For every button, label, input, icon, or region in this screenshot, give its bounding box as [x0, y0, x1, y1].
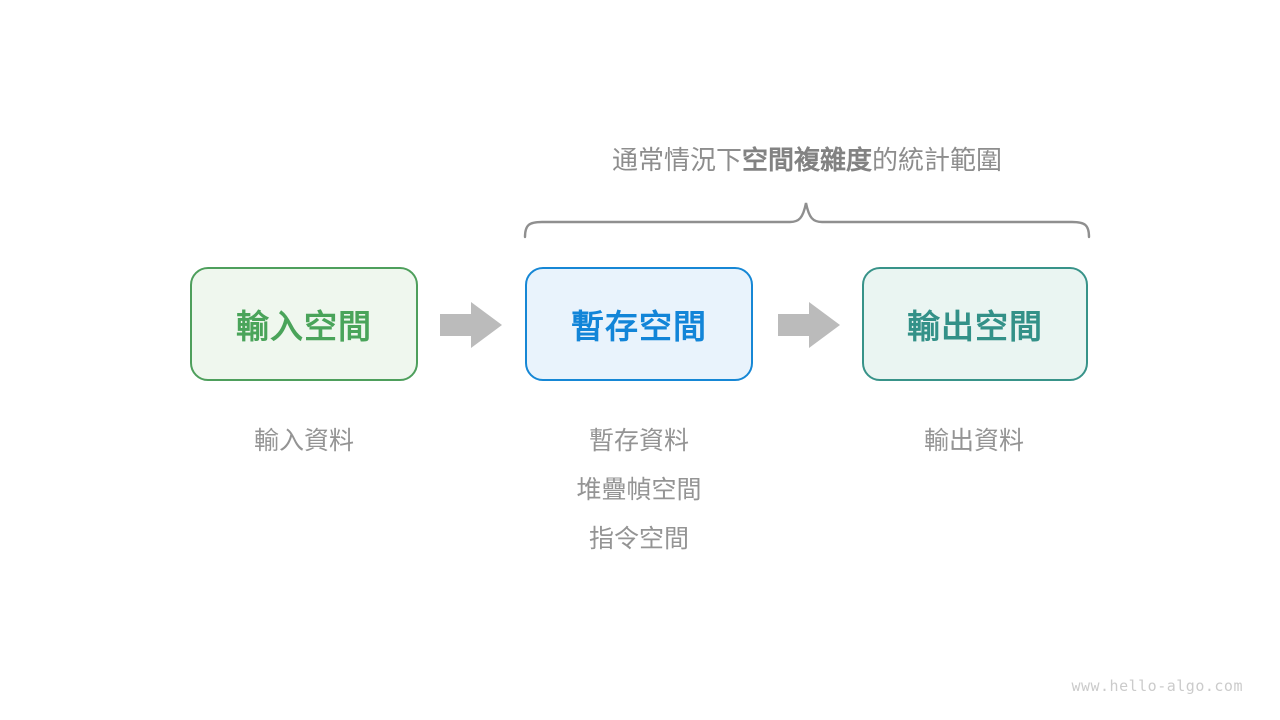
box-input-space-label: 輸入空間 — [236, 308, 372, 345]
arrow-right-icon — [778, 302, 840, 348]
box-temp-space: 暫存空間 — [525, 267, 753, 381]
box-input-space: 輸入空間 — [190, 267, 418, 381]
title-bold-term: 空間複雜度 — [741, 145, 873, 175]
label-output-data: 輸出資料 — [923, 427, 1025, 455]
curly-brace-icon — [523, 202, 1091, 239]
label-stack-frame-space: 堆疊幀空間 — [576, 476, 702, 504]
label-instruction-space: 指令空間 — [588, 525, 690, 553]
title-prefix: 通常情況下 — [611, 145, 742, 175]
box-temp-space-label: 暫存空間 — [571, 308, 707, 345]
title-suffix: 的統計範圍 — [872, 145, 1003, 175]
box-output-space: 輸出空間 — [862, 267, 1088, 381]
arrow-right-icon — [440, 302, 502, 348]
label-temp-data: 暫存資料 — [588, 427, 690, 455]
diagram-title: 通常情況下空間複雜度的統計範圍 — [612, 146, 1002, 175]
watermark-text: www.hello-algo.com — [1071, 677, 1243, 695]
label-input-data: 輸入資料 — [253, 427, 355, 455]
box-output-space-label: 輸出空間 — [907, 308, 1043, 345]
